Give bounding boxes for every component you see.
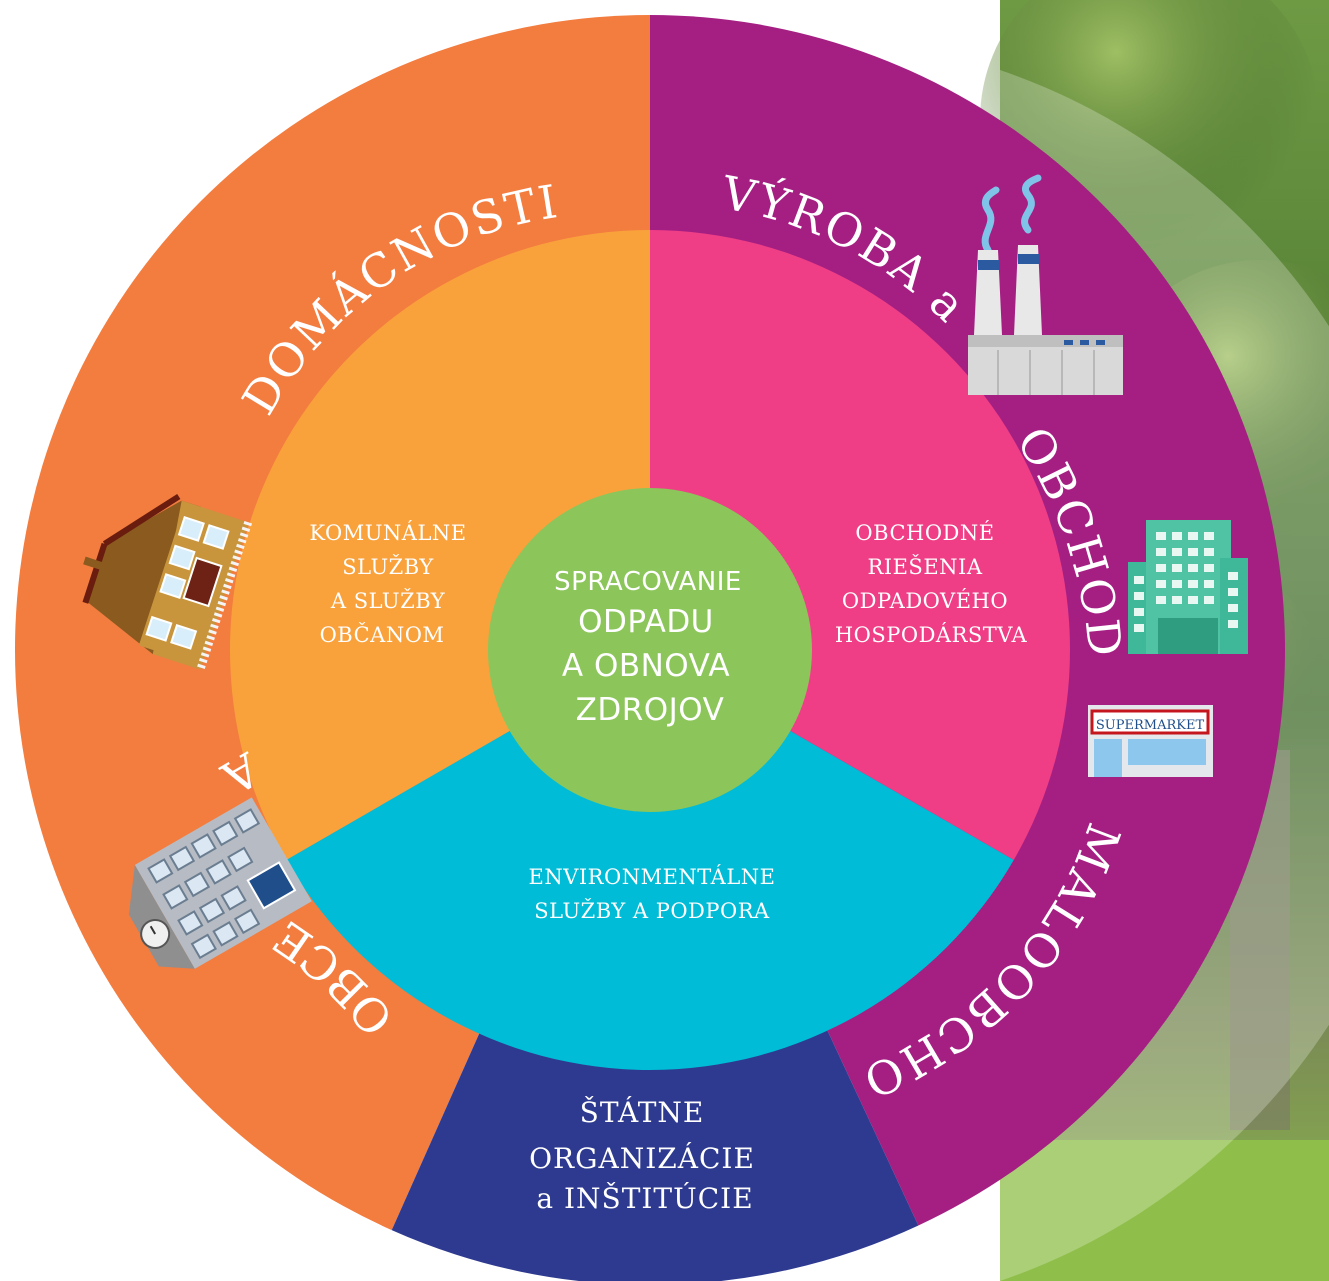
center-line-1: SPRACOVANIE: [554, 567, 742, 597]
center-line-4: ZDROJOV: [576, 692, 725, 728]
inner-left-line-1: KOMUNÁLNE: [309, 521, 466, 545]
inner-right-line-4: HOSPODÁRSTVA: [835, 623, 1028, 647]
state-organizations-label: ŠTÁTNE ORGANIZÁCIE a INŠTITÚCIE: [529, 1095, 755, 1215]
inner-right-line-2: RIEŠENIA: [868, 554, 983, 579]
inner-segment-environmental-services: [286, 650, 1014, 1070]
inner-bottom-line-1: ENVIRONMENTÁLNE: [529, 865, 776, 889]
inner-bottom-label: ENVIRONMENTÁLNE SLUŽBY A PODPORA: [529, 865, 776, 923]
house-icon: [82, 493, 253, 671]
center-circle: [488, 488, 812, 812]
inner-right-line-1: OBCHODNÉ: [855, 521, 994, 545]
state-line-1: ŠTÁTNE: [580, 1095, 705, 1129]
inner-right-label: OBCHODNÉ RIEŠENIA ODPADOVÉHO HOSPODÁRSTV…: [835, 521, 1028, 647]
center-line-2: ODPADU: [578, 604, 714, 640]
supermarket-sign-text: SUPERMARKET: [1096, 718, 1205, 733]
inner-left-line-4: OBČANOM: [320, 622, 445, 647]
supermarket-icon: SUPERMARKET: [1088, 705, 1213, 777]
inner-left-label: KOMUNÁLNE SLUŽBY A SLUŽBY OBČANOM: [309, 521, 466, 647]
center-label: SPRACOVANIE ODPADU A OBNOVA ZDROJOV: [554, 567, 742, 728]
center-line-3: A OBNOVA: [562, 648, 730, 684]
state-line-2: ORGANIZÁCIE: [529, 1142, 755, 1175]
inner-bottom-line-2: SLUŽBY A PODPORA: [534, 899, 770, 923]
inner-left-line-3: A SLUŽBY: [330, 589, 446, 613]
inner-right-line-3: ODPADOVÉHO: [842, 589, 1008, 613]
state-line-3: a INŠTITÚCIE: [536, 1181, 753, 1215]
office-building-icon: [1128, 520, 1248, 654]
town-hall-icon: [128, 797, 312, 969]
factory-icon: [968, 174, 1123, 395]
inner-left-line-2: SLUŽBY: [342, 555, 434, 579]
